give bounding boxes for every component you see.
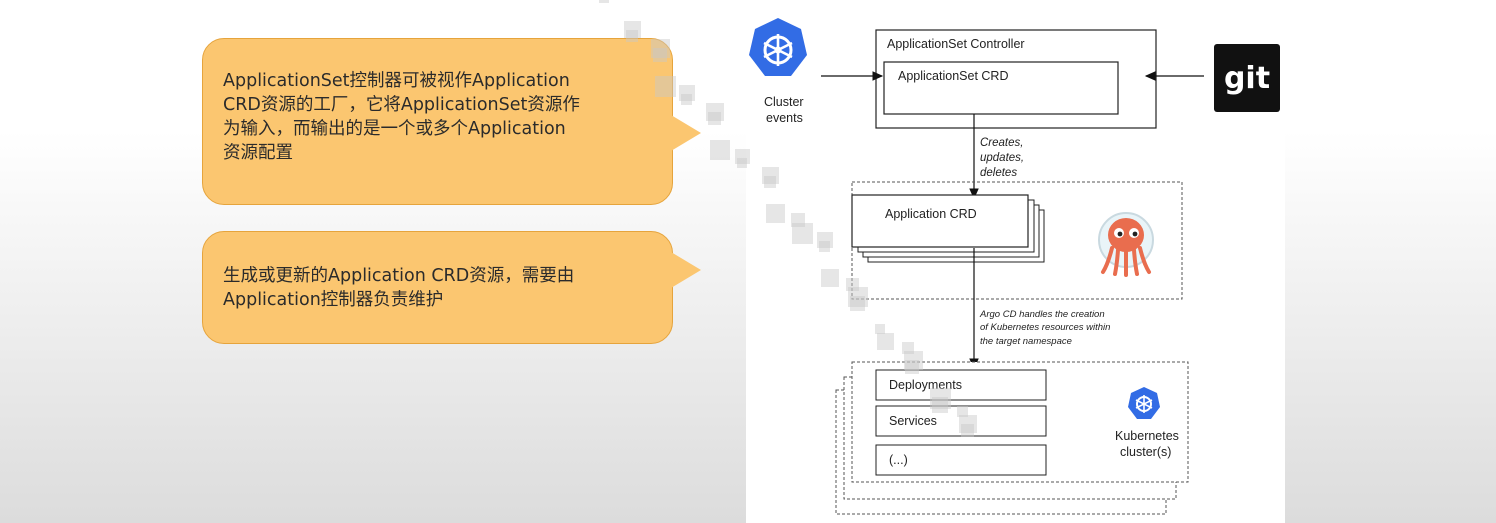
- mosaic-block: [706, 103, 725, 122]
- mosaic-block: [708, 112, 722, 126]
- argo-note: Argo CD handles the creation: [979, 309, 1105, 320]
- mosaic-block: [959, 414, 978, 433]
- mosaic-block: [932, 396, 949, 413]
- mosaic-block: [679, 85, 696, 102]
- callout-pointer: [671, 115, 701, 151]
- mosaic-block: [681, 94, 693, 106]
- argo-note: the target namespace: [980, 336, 1072, 347]
- argo-cd-octopus-icon: [1098, 212, 1154, 277]
- mosaic-block: [625, 30, 638, 43]
- application-crd-label: Application CRD: [885, 207, 977, 221]
- git-logo-icon: git: [1214, 44, 1280, 112]
- deployments-box: [875, 369, 1047, 401]
- mosaic-block: [650, 39, 670, 59]
- mosaic-block: [765, 204, 785, 224]
- mosaic-block: [961, 424, 974, 437]
- mosaic-block: [905, 359, 920, 374]
- callout-line: 资源配置: [223, 143, 293, 163]
- deployments-label: Deployments: [889, 378, 962, 392]
- creates-label: Creates,: [980, 137, 1023, 149]
- mosaic-block: [846, 277, 860, 291]
- git-logo-text: git: [1224, 61, 1270, 96]
- callout-line: CRD资源的工厂，它将ApplicationSet资源作: [223, 95, 580, 115]
- application-crd-box: [851, 194, 1029, 248]
- applicationset-crd-box: [883, 61, 1119, 115]
- mosaic-block: [849, 295, 865, 311]
- mosaic-block: [710, 140, 731, 161]
- mosaic-block: [957, 405, 969, 417]
- applicationset-crd-label: ApplicationSet CRD: [898, 69, 1008, 83]
- callout-line: Application控制器负责维护: [223, 290, 444, 310]
- mosaic-block: [821, 268, 840, 287]
- callout-pointer: [671, 252, 701, 288]
- creates-label: updates,: [980, 152, 1024, 164]
- argo-note: of Kubernetes resources within: [980, 322, 1110, 333]
- callout-line: ApplicationSet控制器可被视作Application: [223, 71, 570, 91]
- mosaic-block: [903, 350, 923, 370]
- mosaic-block: [817, 231, 834, 248]
- mosaic-block: [736, 158, 747, 169]
- services-box: [875, 405, 1047, 437]
- cluster-events-label: Cluster: [764, 95, 804, 109]
- architecture-diagram: Cluster events ApplicationSet Controller…: [746, 12, 1285, 523]
- more-resources-label: (...): [889, 453, 908, 467]
- services-label: Services: [889, 414, 937, 428]
- kubernetes-small-icon: [1128, 387, 1160, 419]
- mosaic-block: [599, 0, 609, 3]
- creates-label: deletes: [980, 167, 1017, 179]
- mosaic-block: [792, 222, 814, 244]
- diagram-canvas: Cluster events ApplicationSet Controller…: [749, 18, 1280, 515]
- mosaic-block: [761, 167, 779, 185]
- callout-line: 为输入，而输出的是一个或多个Application: [223, 119, 566, 139]
- callout-applicationset-factory: ApplicationSet控制器可被视作Application CRD资源的工…: [202, 38, 701, 205]
- kubernetes-clusters-label: cluster(s): [1120, 445, 1171, 459]
- kubernetes-icon: [749, 18, 807, 76]
- mosaic-block: [848, 286, 868, 307]
- more-resources-box: [875, 444, 1047, 476]
- mosaic-block: [735, 149, 750, 165]
- mosaic-block: [790, 213, 805, 228]
- mosaic-block: [819, 240, 831, 252]
- callout-application-controller: 生成或更新的Application CRD资源，需要由 Application控…: [202, 231, 701, 344]
- cluster-events-label: events: [766, 111, 803, 125]
- mosaic-block: [652, 48, 667, 63]
- mosaic-block: [874, 323, 885, 334]
- mosaic-block: [623, 21, 641, 39]
- kubernetes-clusters-label: Kubernetes: [1115, 429, 1179, 443]
- callout-line: 生成或更新的Application CRD资源，需要由: [223, 266, 575, 286]
- mosaic-block: [876, 332, 894, 350]
- mosaic-block: [763, 176, 776, 189]
- mosaic-block: [901, 341, 914, 354]
- mosaic-block: [654, 76, 676, 98]
- controller-label: ApplicationSet Controller: [887, 37, 1025, 51]
- mosaic-block: [930, 387, 952, 409]
